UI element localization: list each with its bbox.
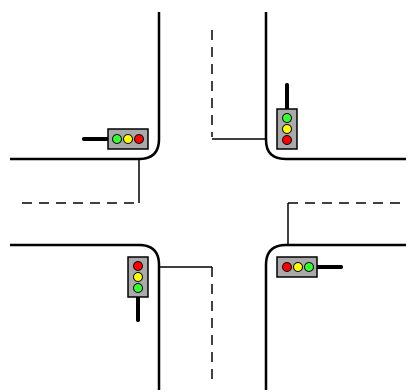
traffic-light-southwest [127,256,149,322]
curbs [10,12,406,390]
traffic-light-northwest [82,128,149,150]
curb-southeast [264,243,406,390]
lamp-1 [282,124,292,134]
curb-northeast [264,12,406,161]
lamp-2 [134,134,144,144]
curb-southwest [10,243,161,390]
lamp-2 [304,262,314,272]
lamp-2 [133,283,143,293]
traffic-light-northeast [276,83,298,150]
lamp-0 [112,134,122,144]
lamp-1 [293,262,303,272]
stop-lines [138,138,289,268]
lamp-1 [123,134,133,144]
lamp-2 [282,135,292,145]
lamp-0 [282,113,292,123]
lamp-0 [133,261,143,271]
lane-markings [22,30,400,385]
lamp-1 [133,272,143,282]
traffic-light-southeast [276,256,343,278]
lamp-0 [282,262,292,272]
curb-northwest [10,12,161,161]
